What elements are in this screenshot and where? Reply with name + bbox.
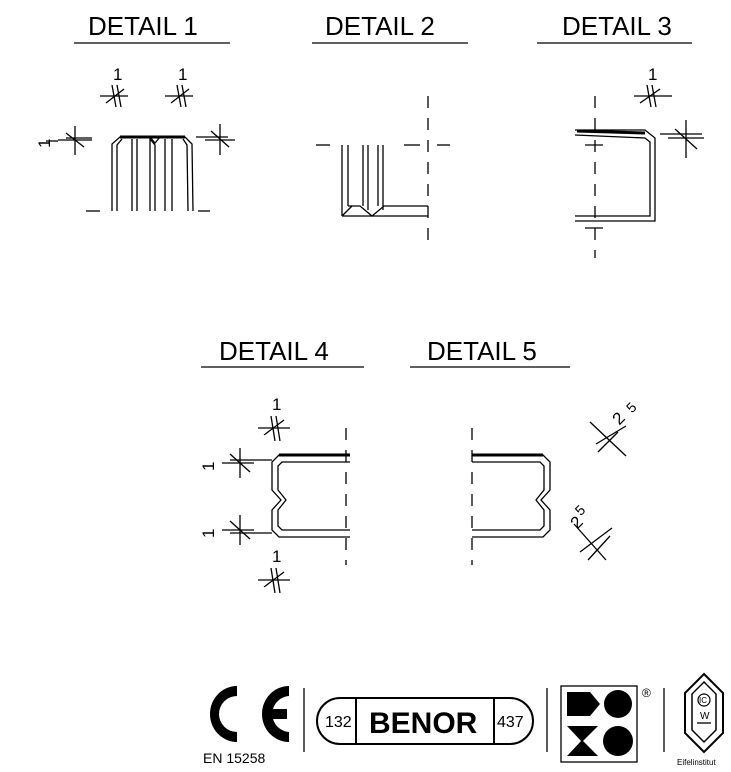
detail-4: DETAIL 4 1 1 1 1 [199,336,364,594]
komo-registered-mark: ® [642,686,651,700]
benor-right-number: 437 [497,714,524,731]
benor-left-number: 132 [325,714,352,731]
eifel-mark-bottom: W [700,711,710,722]
detail-5-dim-top-5: 5 [623,399,640,416]
detail-1: DETAIL 1 1 1 1 [35,11,235,212]
detail-1-dim-top-right: 1 [178,65,187,84]
detail-1-title: DETAIL 1 [88,11,198,41]
detail-4-dim-bottom: 1 [272,547,281,566]
detail-3: DETAIL 3 1 [537,11,704,258]
detail-3-title: DETAIL 3 [562,11,672,41]
detail-1-dim-top-left: 1 [113,65,122,84]
detail-4-title: DETAIL 4 [219,336,329,366]
ce-standard-label: EN 15258 [203,750,265,766]
ce-mark-icon [210,686,289,742]
benor-text: BENOR [369,707,478,740]
detail-5-dim-top-2: 2 [609,408,629,428]
detail-1-dim-left: 1 [35,139,54,148]
eifelinstitut-label: Eifelinstitut [677,758,716,767]
detail-4-dim-left-bottom: 1 [199,529,218,538]
detail-4-dim-left-top: 1 [199,462,218,471]
detail-5-title: DETAIL 5 [427,336,537,366]
eifelinstitut-logo: IC W Eifelinstitut [677,672,724,767]
certification-logos: EN 15258 132 BENOR 437 ® [203,672,724,767]
detail-2-title: DETAIL 2 [325,11,435,41]
detail-3-dim-top: 1 [648,65,657,84]
eifel-mark-top: IC [699,696,707,705]
detail-2: DETAIL 2 [312,11,468,248]
detail-4-dim-top: 1 [272,395,281,414]
detail-5: DETAIL 5 2 5 2 5 [410,336,640,565]
komo-logo: ® [560,685,651,763]
benor-logo: 132 BENOR 437 [316,697,534,745]
